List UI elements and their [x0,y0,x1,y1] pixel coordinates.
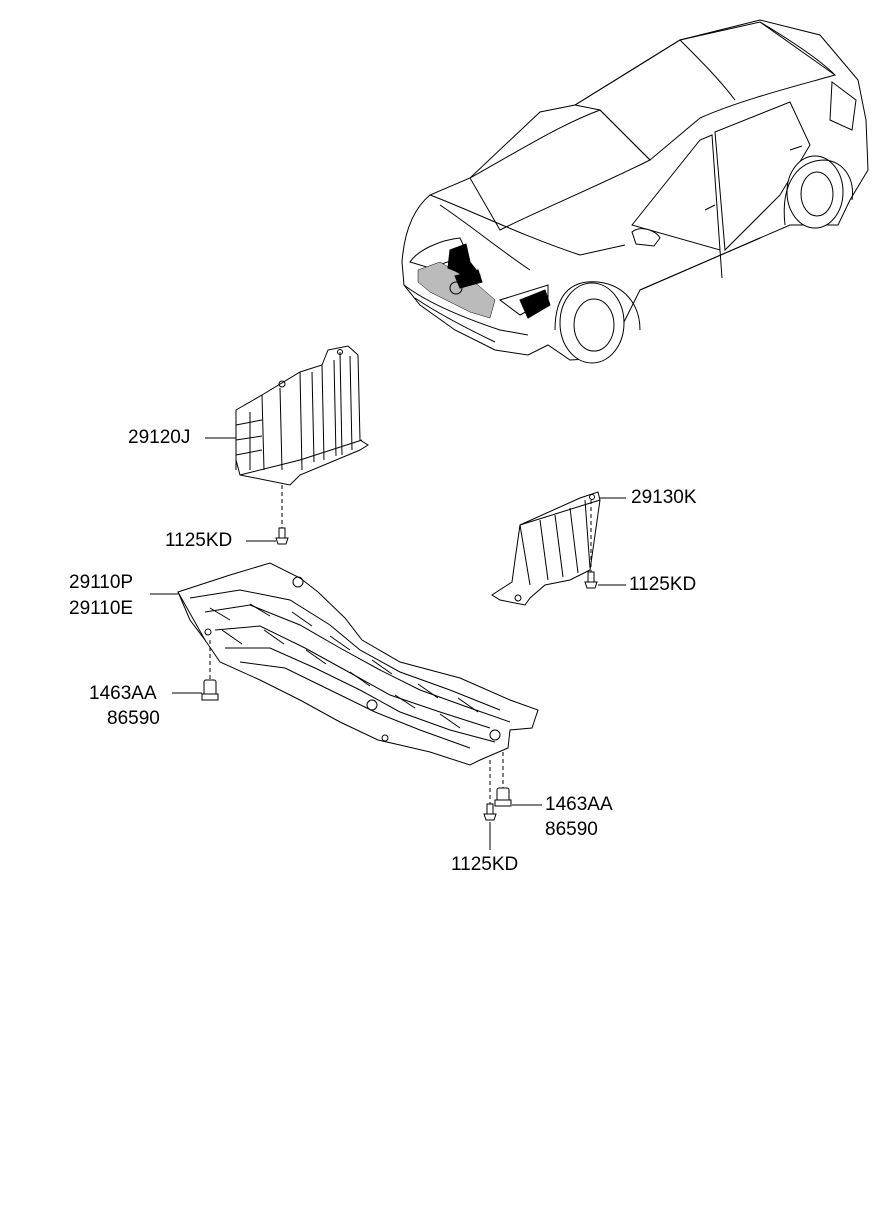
left-bolt-1125KD [275,485,289,545]
main-left-clip-1463AA [201,640,219,701]
label-main-bottom-bolt[interactable]: 1125KD [451,854,519,875]
label-main-cover-part-2[interactable]: 29110E [69,598,134,619]
label-left-cover-bolt[interactable]: 1125KD [165,530,233,551]
label-main-cover-part-1[interactable]: 29110P [69,572,134,593]
label-main-left-clip-1[interactable]: 1463AA [89,683,157,704]
right-under-cover-29130K [491,491,601,606]
left-under-cover-29120J [235,345,369,486]
main-right-clip-1463AA [494,752,512,807]
label-main-right-clip-2[interactable]: 86590 [545,819,598,840]
label-right-cover-bolt[interactable]: 1125KD [629,574,697,595]
car-illustration [401,19,869,364]
label-right-cover-part[interactable]: 29130K [631,487,697,508]
main-bottom-bolt-1125KD [483,760,497,821]
label-left-cover-part[interactable]: 29120J [128,427,191,448]
label-main-right-clip-1[interactable]: 1463AA [545,794,613,815]
main-under-cover-29110P [177,562,539,766]
leader-lines [150,437,626,850]
right-bolt-1125KD [584,500,598,589]
label-main-left-clip-2[interactable]: 86590 [107,708,160,729]
